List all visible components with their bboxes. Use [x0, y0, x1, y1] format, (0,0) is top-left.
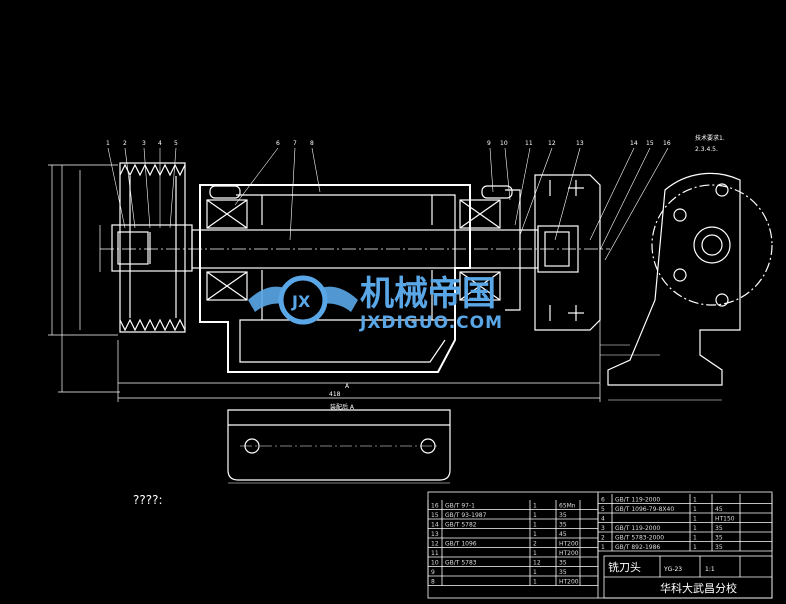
title-school: 华科大武昌分校 — [660, 581, 737, 595]
callout-3: 3 — [142, 140, 146, 147]
bom-cell-qty: 1 — [693, 506, 697, 513]
watermark-logo-letters: JX — [291, 292, 311, 311]
callout-13: 13 — [576, 140, 584, 147]
bom-cell-mat: 35 — [715, 525, 723, 532]
side-view — [600, 172, 773, 401]
callout-1: 1 — [106, 140, 110, 147]
tech-note-title: 技术要求1. — [695, 134, 725, 142]
bom-cell-mat: HT150 — [715, 516, 735, 523]
bom-cell-code: GB/T 1096 — [445, 541, 477, 548]
callout-numbers: 1 2 3 4 5 6 7 8 9 10 11 12 13 14 15 16 — [106, 140, 671, 147]
callout-12: 12 — [548, 140, 556, 147]
bom-cell-no: 8 — [431, 579, 435, 586]
bom-cell-no: 6 — [601, 497, 605, 504]
dim-text-418: 418 — [329, 391, 341, 398]
bom-cell-mat: 35 — [559, 522, 567, 529]
callout-2: 2 — [123, 140, 127, 147]
title-drawing-code: YG-23 — [663, 566, 682, 573]
bom-cell-code: GB/T 119-2000 — [615, 525, 660, 532]
bom-cell-qty: 1 — [533, 512, 537, 519]
dim-text-a: A — [345, 383, 350, 390]
bom-cell-mat: HT200 — [559, 541, 579, 548]
bom-cell-qty: 12 — [533, 560, 541, 567]
part-callouts — [107, 147, 669, 261]
bom-cell-code: GB/T 1096-79-8X40 — [615, 506, 674, 513]
bom-cell-qty: 1 — [693, 544, 697, 551]
bom-cell-code: GB/T 119-2000 — [615, 497, 660, 504]
bom-cell-no: 9 — [431, 569, 435, 576]
bom-cell-mat: 45 — [559, 531, 567, 538]
bom-cell-no: 13 — [431, 531, 439, 538]
bom-cell-qty: 1 — [693, 525, 697, 532]
callout-14: 14 — [630, 140, 638, 147]
bom-cell-qty: 1 — [533, 531, 537, 538]
callout-6: 6 — [276, 140, 280, 147]
callout-9: 9 — [487, 140, 491, 147]
bom-cell-qty: 1 — [693, 516, 697, 523]
bom-cell-no: 12 — [431, 541, 439, 548]
bom-cell-no: 10 — [431, 560, 439, 567]
bom-cell-code: GB/T 5783 — [445, 560, 477, 567]
bom-cell-code: GB/T 892-1986 — [615, 544, 660, 551]
bom-cell-mat: HT200 — [559, 579, 579, 586]
bom-cell-mat: 65Mn — [559, 503, 576, 510]
callout-4: 4 — [158, 140, 162, 147]
callout-11: 11 — [525, 140, 533, 147]
bom-cell-qty: 1 — [533, 503, 537, 510]
base-plate-view — [227, 409, 451, 484]
bom-cell-mat: 35 — [559, 569, 567, 576]
bottom-note: ????: — [133, 493, 163, 507]
bom-cell-no: 1 — [601, 544, 605, 551]
bom-cell-no: 16 — [431, 503, 439, 510]
bom-cell-qty: 1 — [533, 550, 537, 557]
bom-cell-qty: 2 — [533, 541, 537, 548]
callout-10: 10 — [500, 140, 508, 147]
bom-cell-mat: 35 — [715, 544, 723, 551]
bom-cell-no: 11 — [431, 550, 439, 557]
bom-cell-mat: 35 — [715, 535, 723, 542]
bom-cell-no: 15 — [431, 512, 439, 519]
callout-15: 15 — [646, 140, 654, 147]
bom-cell-mat: HT200 — [559, 550, 579, 557]
callout-8: 8 — [310, 140, 314, 147]
bom-cell-mat: 35 — [559, 512, 567, 519]
callout-7: 7 — [293, 140, 297, 147]
title-block — [427, 491, 773, 599]
bom-cell-no: 3 — [601, 525, 605, 532]
bom-cell-code: GB/T 5782 — [445, 522, 477, 529]
bom-cell-no: 14 — [431, 522, 439, 529]
bom-cell-qty: 1 — [533, 522, 537, 529]
dim-note: 装配后 A — [330, 403, 355, 411]
bom-cell-no: 2 — [601, 535, 605, 542]
bom-cell-code: GB/T 5783-2000 — [615, 535, 664, 542]
callout-5: 5 — [174, 140, 178, 147]
callout-16: 16 — [663, 140, 671, 147]
watermark-cn: 机械帝国 — [360, 274, 496, 314]
watermark-logo: JX — [248, 275, 358, 325]
tech-note-items: 2.3.4.5. — [695, 146, 718, 153]
bom-cell-code: GB/T 93-1987 — [445, 512, 487, 519]
bom-cell-mat: 35 — [559, 560, 567, 567]
bom-cell-qty: 1 — [533, 579, 537, 586]
watermark-en: JXDIGUO.COM — [359, 313, 503, 333]
title-name: 铣刀头 — [608, 560, 641, 574]
bom-cell-code: GB/T 97-1 — [445, 503, 475, 510]
main-section-view — [100, 162, 610, 373]
title-scale: 1:1 — [705, 566, 715, 573]
dimension-lines — [48, 164, 601, 402]
bom-cell-qty: 1 — [693, 535, 697, 542]
bom-cell-no: 5 — [601, 506, 605, 513]
bom-cell-no: 4 — [601, 516, 605, 523]
bom-cell-qty: 1 — [693, 497, 697, 504]
bom-cell-qty: 1 — [533, 569, 537, 576]
bom-cell-mat: 45 — [715, 506, 723, 513]
